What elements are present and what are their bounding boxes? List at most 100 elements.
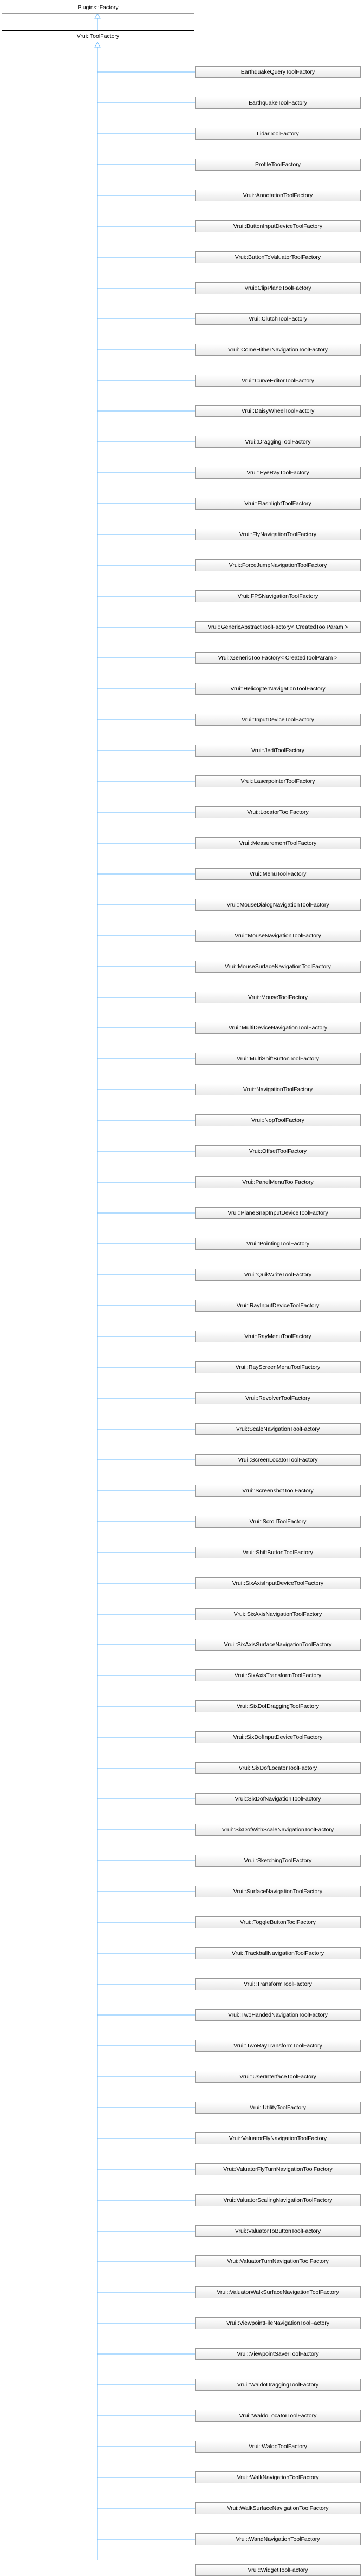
derived-class-node[interactable]: Vrui::SixDofDraggingToolFactory	[195, 1700, 361, 1712]
derived-class-node[interactable]: Vrui::WidgetToolFactory	[195, 2564, 361, 2576]
derived-class-label: Vrui::UtilityToolFactory	[249, 2104, 307, 2111]
derived-class-node[interactable]: Vrui::EyeRayToolFactory	[195, 467, 361, 479]
derived-class-node[interactable]: Vrui::ValuatorTurnNavigationToolFactory	[195, 2255, 361, 2267]
derived-class-node[interactable]: Vrui::WandNavigationToolFactory	[195, 2533, 361, 2545]
derived-class-node[interactable]: Vrui::ValuatorFlyNavigationToolFactory	[195, 2132, 361, 2144]
derived-class-node[interactable]: Vrui::ComeHitherNavigationToolFactory	[195, 344, 361, 356]
derived-class-node[interactable]: Vrui::SixAxisTransformToolFactory	[195, 1669, 361, 1681]
derived-class-node[interactable]: Vrui::MeasurementToolFactory	[195, 837, 361, 849]
derived-class-node[interactable]: Vrui::RayScreenMenuToolFactory	[195, 1361, 361, 1373]
derived-class-node[interactable]: Vrui::PanelMenuToolFactory	[195, 1176, 361, 1188]
derived-class-node[interactable]: Vrui::PlaneSnapInputDeviceToolFactory	[195, 1207, 361, 1219]
derived-class-node[interactable]: Vrui::LocatorToolFactory	[195, 806, 361, 818]
derived-class-node[interactable]: Vrui::ScreenshotToolFactory	[195, 1485, 361, 1497]
derived-class-label: Vrui::WaldoDraggingToolFactory	[237, 2381, 319, 2388]
derived-class-label: Vrui::ViewpointSaverToolFactory	[237, 2350, 319, 2357]
derived-class-label: Vrui::SketchingToolFactory	[244, 1857, 312, 1864]
derived-class-node[interactable]: Vrui::JediToolFactory	[195, 745, 361, 757]
derived-class-node[interactable]: Vrui::ButtonToValuatorToolFactory	[195, 251, 361, 263]
derived-class-node[interactable]: Vrui::SixDofLocatorToolFactory	[195, 1762, 361, 1774]
derived-class-node[interactable]: Vrui::WaldoDraggingToolFactory	[195, 2379, 361, 2391]
base-class-label: Plugins::Factory	[77, 4, 119, 11]
derived-class-label: Vrui::ValuatorScalingNavigationToolFacto…	[223, 2196, 333, 2203]
derived-class-node[interactable]: Vrui::ValuatorWalkSurfaceNavigationToolF…	[195, 2286, 361, 2298]
derived-class-node[interactable]: Vrui::WalkSurfaceNavigationToolFactory	[195, 2502, 361, 2514]
derived-class-node[interactable]: Vrui::SixAxisInputDeviceToolFactory	[195, 1577, 361, 1589]
derived-class-node[interactable]: Vrui::QuikWriteToolFactory	[195, 1269, 361, 1281]
derived-class-node[interactable]: Vrui::ScrollToolFactory	[195, 1516, 361, 1528]
derived-class-node[interactable]: Vrui::FlyNavigationToolFactory	[195, 529, 361, 540]
derived-class-node[interactable]: Vrui::ButtonInputDeviceToolFactory	[195, 220, 361, 232]
derived-class-node[interactable]: Vrui::GenericToolFactory< CreatedToolPar…	[195, 652, 361, 664]
derived-class-node[interactable]: Vrui::NopToolFactory	[195, 1114, 361, 1126]
derived-class-node[interactable]: Vrui::SixDofInputDeviceToolFactory	[195, 1731, 361, 1743]
derived-class-label: Vrui::TwoRayTransformToolFactory	[233, 2042, 322, 2049]
derived-class-node[interactable]: Vrui::LaserpointerToolFactory	[195, 775, 361, 787]
derived-class-node[interactable]: Vrui::MouseToolFactory	[195, 992, 361, 1003]
derived-class-node[interactable]: Vrui::RevolverToolFactory	[195, 1392, 361, 1404]
derived-class-node[interactable]: EarthquakeQueryToolFactory	[195, 66, 361, 78]
derived-class-node[interactable]: ProfileToolFactory	[195, 159, 361, 171]
derived-class-node[interactable]: Vrui::UserInterfaceToolFactory	[195, 2071, 361, 2083]
derived-class-node[interactable]: Vrui::FPSNavigationToolFactory	[195, 590, 361, 602]
derived-class-label: Vrui::ButtonInputDeviceToolFactory	[233, 223, 323, 230]
derived-class-node[interactable]: Vrui::ScaleNavigationToolFactory	[195, 1423, 361, 1435]
derived-class-label: Vrui::ClutchToolFactory	[248, 315, 308, 322]
derived-class-node[interactable]: Vrui::ValuatorScalingNavigationToolFacto…	[195, 2194, 361, 2206]
derived-class-node[interactable]: Vrui::RayMenuToolFactory	[195, 1331, 361, 1342]
derived-class-node[interactable]: Vrui::ShiftButtonToolFactory	[195, 1547, 361, 1558]
derived-class-node[interactable]: Vrui::MouseDialogNavigationToolFactory	[195, 899, 361, 911]
derived-class-node[interactable]: Vrui::ValuatorFlyTurnNavigationToolFacto…	[195, 2163, 361, 2175]
derived-class-node[interactable]: Vrui::WalkNavigationToolFactory	[195, 2471, 361, 2483]
derived-class-node[interactable]: Vrui::DaisyWheelToolFactory	[195, 405, 361, 417]
derived-class-node[interactable]: Vrui::MouseNavigationToolFactory	[195, 930, 361, 942]
derived-class-node[interactable]: Vrui::PointingToolFactory	[195, 1238, 361, 1250]
derived-class-label: Vrui::SurfaceNavigationToolFactory	[233, 1888, 323, 1895]
derived-class-node[interactable]: Vrui::ClipPlaneToolFactory	[195, 282, 361, 294]
derived-class-node[interactable]: Vrui::DraggingToolFactory	[195, 436, 361, 448]
derived-class-label: Vrui::MenuToolFactory	[249, 870, 307, 877]
derived-class-label: Vrui::ClipPlaneToolFactory	[244, 284, 311, 291]
derived-class-node[interactable]: Vrui::MouseSurfaceNavigationToolFactory	[195, 961, 361, 973]
derived-class-node[interactable]: Vrui::GenericAbstractToolFactory< Create…	[195, 621, 361, 633]
derived-class-node[interactable]: Vrui::OffsetToolFactory	[195, 1145, 361, 1157]
derived-class-node[interactable]: Vrui::HelicopterNavigationToolFactory	[195, 683, 361, 695]
derived-class-node[interactable]: Vrui::ScreenLocatorToolFactory	[195, 1454, 361, 1466]
derived-class-node[interactable]: Vrui::NavigationToolFactory	[195, 1084, 361, 1095]
derived-class-node[interactable]: Vrui::ToggleButtonToolFactory	[195, 1916, 361, 1928]
derived-class-label: Vrui::LaserpointerToolFactory	[240, 778, 315, 785]
derived-class-node[interactable]: Vrui::TwoRayTransformToolFactory	[195, 2040, 361, 2052]
derived-class-node[interactable]: Vrui::UtilityToolFactory	[195, 2102, 361, 2114]
derived-class-node[interactable]: Vrui::ViewpointFileNavigationToolFactory	[195, 2317, 361, 2329]
derived-class-node[interactable]: Vrui::ValuatorToButtonToolFactory	[195, 2225, 361, 2237]
derived-class-node[interactable]: Vrui::SixAxisSurfaceNavigationToolFactor…	[195, 1639, 361, 1651]
derived-class-node[interactable]: Vrui::CurveEditorToolFactory	[195, 375, 361, 387]
arrowhead-toolfactory	[94, 41, 101, 48]
derived-class-node[interactable]: Vrui::WaldoLocatorToolFactory	[195, 2410, 361, 2422]
derived-class-node[interactable]: Vrui::InputDeviceToolFactory	[195, 714, 361, 726]
base-class-plugins-factory[interactable]: Plugins::Factory	[2, 2, 194, 14]
derived-class-node[interactable]: Vrui::SixDofWithScaleNavigationToolFacto…	[195, 1824, 361, 1836]
derived-class-label: Vrui::WaldoToolFactory	[249, 2443, 307, 2450]
derived-class-node[interactable]: Vrui::TransformToolFactory	[195, 1978, 361, 1990]
derived-class-node[interactable]: Vrui::TwoHandedNavigationToolFactory	[195, 2009, 361, 2021]
derived-class-node[interactable]: Vrui::SixAxisNavigationToolFactory	[195, 1608, 361, 1620]
derived-class-label: Vrui::ToggleButtonToolFactory	[240, 1919, 316, 1926]
derived-class-node[interactable]: EarthquakeToolFactory	[195, 97, 361, 109]
derived-class-node[interactable]: Vrui::TrackballNavigationToolFactory	[195, 1947, 361, 1959]
derived-class-node[interactable]: Vrui::ViewpointSaverToolFactory	[195, 2348, 361, 2360]
derived-class-node[interactable]: Vrui::AnnotationToolFactory	[195, 190, 361, 201]
derived-class-node[interactable]: Vrui::SurfaceNavigationToolFactory	[195, 1886, 361, 1897]
derived-class-node[interactable]: Vrui::FlashlightToolFactory	[195, 498, 361, 510]
derived-class-node[interactable]: Vrui::SixDofNavigationToolFactory	[195, 1793, 361, 1805]
derived-class-node[interactable]: Vrui::MultiShiftButtonToolFactory	[195, 1053, 361, 1065]
derived-class-label: Vrui::PointingToolFactory	[246, 1240, 310, 1247]
derived-class-node[interactable]: Vrui::WaldoToolFactory	[195, 2441, 361, 2453]
derived-class-node[interactable]: LidarToolFactory	[195, 128, 361, 140]
derived-class-node[interactable]: Vrui::SketchingToolFactory	[195, 1855, 361, 1867]
derived-class-node[interactable]: Vrui::MultiDeviceNavigationToolFactory	[195, 1022, 361, 1034]
derived-class-node[interactable]: Vrui::ForceJumpNavigationToolFactory	[195, 559, 361, 571]
derived-class-node[interactable]: Vrui::MenuToolFactory	[195, 868, 361, 880]
derived-class-node[interactable]: Vrui::RayInputDeviceToolFactory	[195, 1300, 361, 1312]
derived-class-node[interactable]: Vrui::ClutchToolFactory	[195, 313, 361, 325]
